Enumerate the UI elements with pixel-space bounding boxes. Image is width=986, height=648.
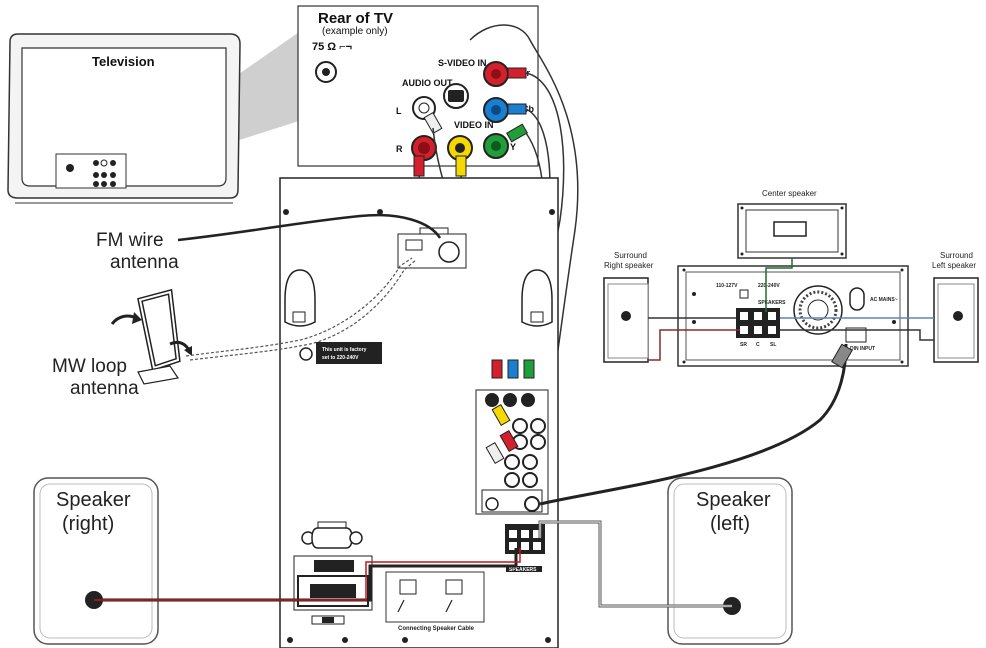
tv-jack xyxy=(110,172,116,178)
ac-mains-label: AC MAINS~ xyxy=(870,297,898,303)
tv-jack xyxy=(93,160,99,166)
connecting-cable-label: Connecting Speaker Cable xyxy=(398,626,475,632)
plug-red xyxy=(413,155,425,177)
din-cable xyxy=(539,343,853,506)
surround-right-line1: Surround xyxy=(614,251,647,260)
television-label: Television xyxy=(92,54,155,69)
rear-of-tv-panel: Rear of TV (example only) 75 Ω ⌐¬ AUDIO … xyxy=(297,5,539,177)
audio-out-label: AUDIO OUT xyxy=(402,78,453,88)
antenna-input-label: 75 Ω ⌐¬ xyxy=(312,41,352,53)
plug-y xyxy=(506,123,528,143)
speaker-left: Speaker (left) xyxy=(667,477,793,645)
center-speaker: Center speaker xyxy=(737,189,847,259)
voltage-selector xyxy=(299,347,313,361)
speaker-amp-unit: 110-127V 220-240V SPEAKERS SR C SL AC MA… xyxy=(677,265,909,367)
speaker-right-line1: Speaker xyxy=(56,489,131,511)
rear-tv-title: Rear of TV xyxy=(318,10,393,27)
surround-wires xyxy=(648,258,934,361)
video-in-label: VIDEO IN xyxy=(454,120,494,130)
television: Television xyxy=(7,30,302,204)
surround-left-line2: Left speaker xyxy=(932,261,976,270)
fm-antenna: FM wire antenna xyxy=(96,213,442,273)
tv-back xyxy=(21,47,227,187)
plug-yellow xyxy=(455,155,467,177)
voltage-note-line2: set to 220-240V xyxy=(322,355,359,361)
voltage-note-line1: This unit is factory xyxy=(322,347,367,353)
sr-label: SR xyxy=(740,342,747,348)
tv-jack xyxy=(66,164,74,172)
tv-jack xyxy=(110,160,116,166)
tv-jack xyxy=(101,181,107,187)
main-unit-back: This unit is factory set to 220-240V xyxy=(279,177,559,648)
voltage-2: 220-240V xyxy=(758,283,780,289)
tv-jack xyxy=(100,159,108,167)
surround-right-line2: Right speaker xyxy=(604,261,654,270)
rear-tv-subtitle: (example only) xyxy=(322,26,388,37)
din-input-jack xyxy=(845,327,867,343)
c-label: C xyxy=(756,342,760,348)
fm-antenna-line2: antenna xyxy=(110,252,179,273)
antenna-input-core xyxy=(322,68,330,76)
plug-pb xyxy=(507,103,527,115)
mw-loop-antenna: MW loop antenna xyxy=(52,257,417,399)
sl-label: SL xyxy=(770,342,776,348)
voltage-1: 110-127V xyxy=(716,283,738,289)
fm-antenna-line1: FM wire xyxy=(96,230,164,251)
plug-white xyxy=(423,112,443,134)
y-label: Y xyxy=(510,142,516,152)
plug-pr xyxy=(507,67,527,79)
tv-jack xyxy=(93,181,99,187)
tv-jack xyxy=(93,172,99,178)
center-speaker-label: Center speaker xyxy=(762,189,817,198)
svideo-label: S-VIDEO IN xyxy=(438,58,487,68)
mw-antenna-line1: MW loop xyxy=(52,356,127,377)
speaker-left-line1: Speaker xyxy=(696,489,771,511)
surround-right-speaker: Surround Right speaker xyxy=(603,251,654,363)
right-handle xyxy=(521,269,553,327)
mw-antenna-line2: antenna xyxy=(70,378,139,399)
left-label: L xyxy=(396,106,402,116)
tv-jack xyxy=(110,181,116,187)
speakers-label: SPEAKERS xyxy=(509,567,537,573)
tv-jack xyxy=(101,172,107,178)
voltage-note xyxy=(316,342,382,364)
front-speaker-wires xyxy=(94,520,732,608)
speaker-right-line2: (right) xyxy=(62,513,114,535)
surround-left-line1: Surround xyxy=(940,251,973,260)
din-input-label: DIN INPUT xyxy=(850,346,875,352)
surround-left-speaker: Surround Left speaker xyxy=(932,251,979,363)
speaker-right: Speaker (right) xyxy=(33,477,159,645)
amp-speakers-label: SPEAKERS xyxy=(758,300,786,306)
right-label: R xyxy=(396,144,403,154)
speaker-left-line2: (left) xyxy=(710,513,750,535)
